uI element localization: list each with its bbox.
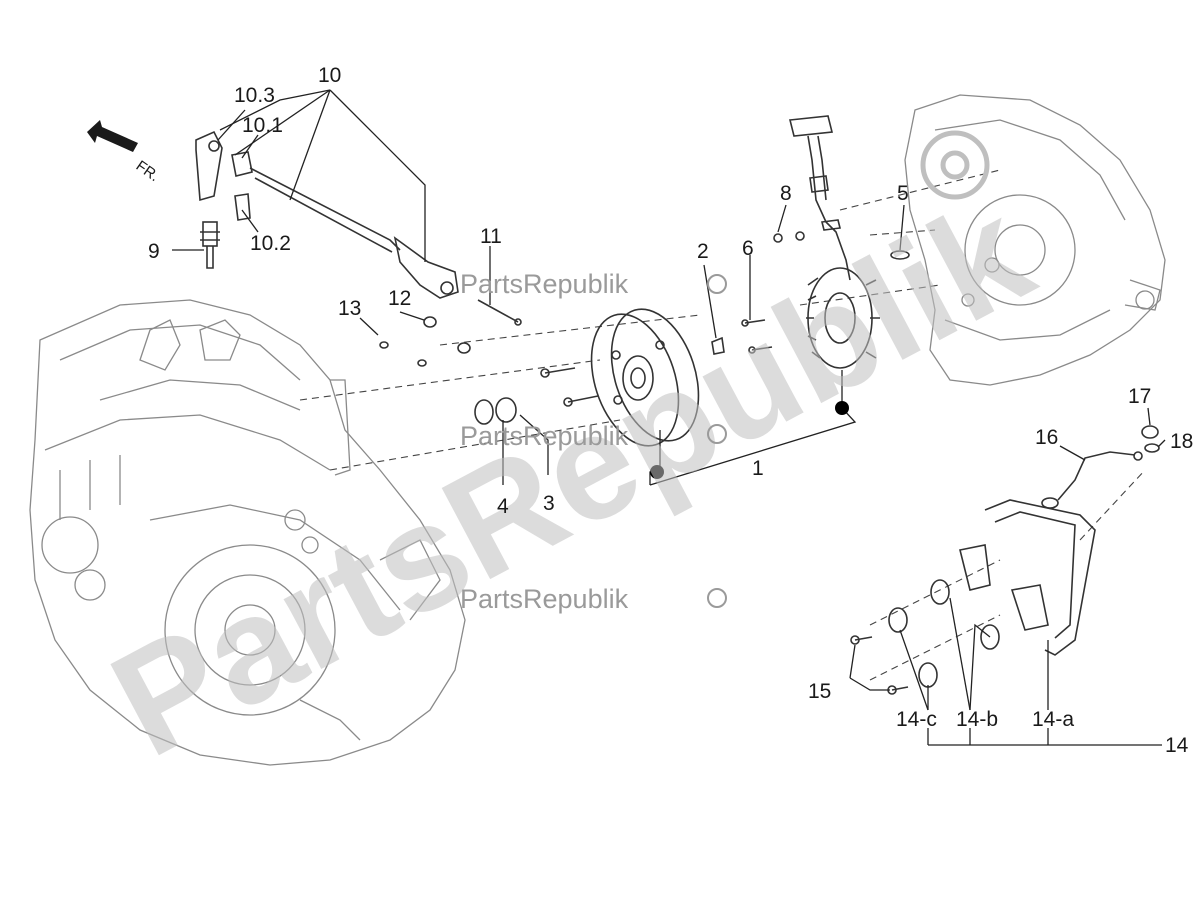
- grommet-5: [890, 250, 910, 260]
- washer-13: [379, 341, 427, 367]
- callout-8: 8: [780, 182, 792, 205]
- crankcase-cover-right: [904, 94, 1166, 386]
- callout-2: 2: [697, 240, 709, 263]
- callout-10-1: 10.1: [242, 114, 283, 137]
- watermark-small-text: PartsRepublik: [460, 421, 629, 451]
- engine-block-left: [29, 299, 466, 766]
- callout-6: 6: [742, 237, 754, 260]
- bolt-11: [477, 299, 522, 326]
- screws-15: [850, 635, 909, 695]
- front-direction-arrow: [87, 120, 138, 152]
- stator-wiring-harness: [789, 115, 851, 281]
- gear-icon: [920, 130, 990, 200]
- watermark-small-text: PartsRepublik: [460, 584, 629, 614]
- watermark-large: PartsRepublik: [86, 166, 1056, 788]
- washer-18: [1144, 443, 1160, 453]
- nut-12: [423, 316, 471, 354]
- callout-13: 13: [338, 297, 361, 320]
- screws-6: [741, 319, 773, 354]
- watermark-small-1: PartsRepublik: [460, 269, 727, 299]
- bracket-assembly: [888, 499, 1096, 688]
- callout-3: 3: [543, 492, 555, 515]
- callout-1: 1: [752, 457, 764, 480]
- nut-17: [1141, 425, 1159, 439]
- callout-4: 4: [497, 495, 509, 518]
- callout-10-3: 10.3: [234, 84, 275, 107]
- watermark-small-2: PartsRepublik: [460, 421, 727, 451]
- callout-14-b: 14-b: [956, 708, 998, 731]
- gear-icon: [707, 274, 727, 294]
- callout-10-2: 10.2: [250, 232, 291, 255]
- assembly-axes: [299, 169, 1146, 681]
- callout-14-c: 14-c: [896, 708, 937, 731]
- gear-icon: [707, 588, 727, 608]
- callout-5: 5: [897, 182, 909, 205]
- screws-3: [540, 367, 599, 407]
- callout-14-a: 14-a: [1032, 708, 1074, 731]
- front-direction-label: FR.: [133, 157, 163, 185]
- callout-15: 15: [808, 680, 831, 703]
- watermark-gear-large: [920, 130, 990, 200]
- spark-plug: [200, 221, 220, 269]
- watermark-small-text: PartsRepublik: [460, 269, 629, 299]
- callout-labels: 10 10.3 10.1 10.2 9 11 12 13 2 3 4 1 6 8…: [148, 64, 1193, 757]
- reference-dot-stator: [835, 401, 849, 415]
- callout-18: 18: [1170, 430, 1193, 453]
- leader-lines: [172, 89, 1166, 746]
- plug-cap-assembly: [195, 130, 459, 299]
- reference-dot-rotor: [650, 465, 664, 479]
- callout-16: 16: [1035, 426, 1058, 449]
- gear-icon: [707, 424, 727, 444]
- key-2: [711, 336, 725, 355]
- watermark-small-3: PartsRepublik: [460, 584, 727, 614]
- screws-8: [773, 231, 805, 243]
- callout-14: 14: [1165, 734, 1189, 757]
- flywheel-rotor: [590, 308, 700, 447]
- nut-4: [474, 397, 517, 425]
- callout-9: 9: [148, 240, 160, 263]
- callout-10: 10: [318, 64, 341, 87]
- stator: [806, 267, 880, 369]
- callout-11: 11: [480, 225, 502, 248]
- callout-12: 12: [388, 287, 411, 310]
- ground-cable-16: [1041, 451, 1143, 509]
- callout-17: 17: [1128, 385, 1151, 408]
